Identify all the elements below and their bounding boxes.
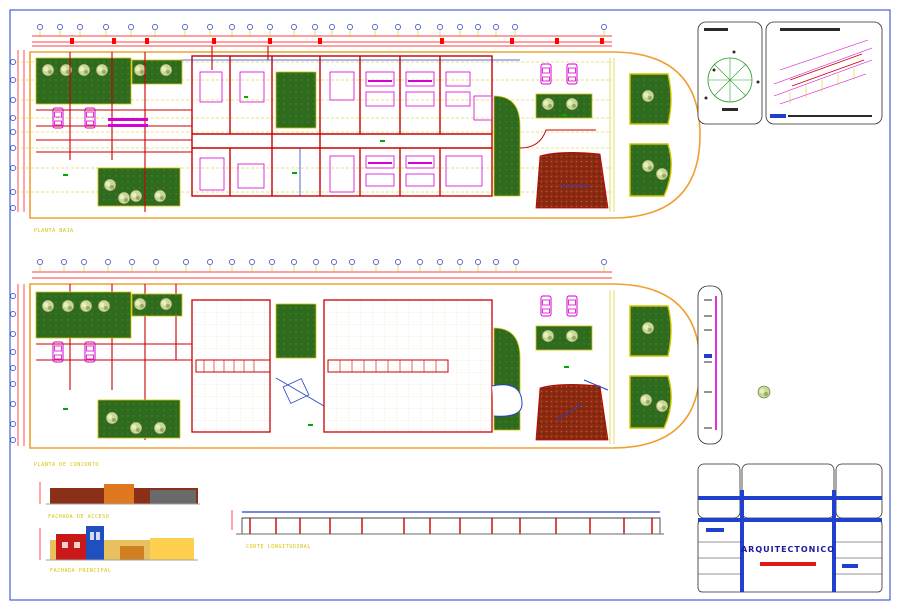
site-plan: PLANTA DE CONJUNTO — [10, 259, 701, 468]
north-symbol — [757, 385, 771, 399]
side-facade: FACHADA DE ACCESO — [39, 482, 200, 520]
section-label: CORTE LONGITUDINAL — [246, 544, 311, 550]
main-facade-label: FACHADA PRINCIPAL — [50, 568, 111, 574]
scale-bar — [697, 285, 723, 445]
longitudinal-section: CORTE LONGITUDINAL — [231, 510, 664, 550]
location-map — [697, 21, 763, 125]
ground-floor-label: PLANTA BAJA — [34, 228, 74, 234]
main-facade: FACHADA PRINCIPAL — [39, 526, 198, 574]
firm-name: ARQUITECTONICO — [741, 545, 835, 554]
side-facade-label: FACHADA DE ACCESO — [48, 514, 109, 520]
key-plan — [765, 21, 883, 125]
ground-floor-plan: PLANTA BAJA — [10, 24, 701, 234]
site-plan-label: PLANTA DE CONJUNTO — [34, 462, 99, 468]
title-block: ARQUITECTONICO — [697, 463, 883, 593]
sheet-border — [9, 9, 891, 601]
